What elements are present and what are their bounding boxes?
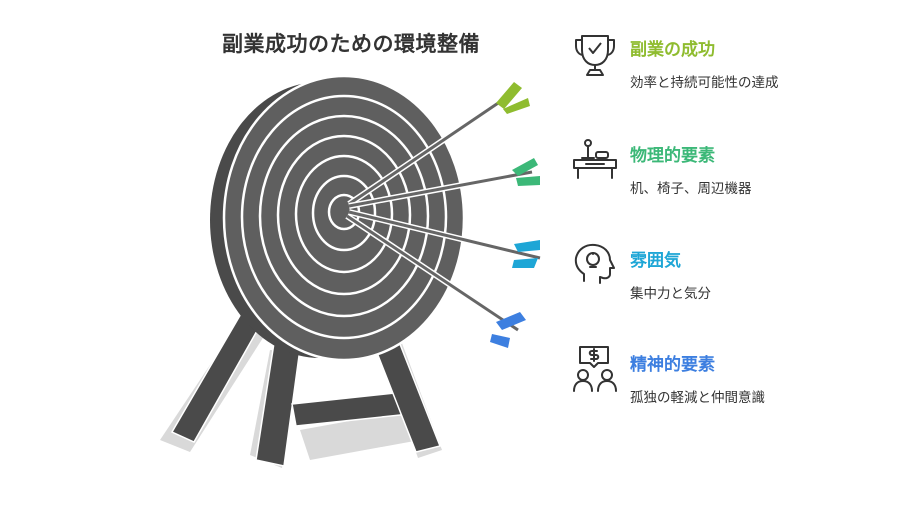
item-heading: 精神的要素	[630, 355, 715, 375]
arrow-3	[348, 209, 541, 268]
head-lightbulb-icon	[574, 243, 615, 284]
people-chat-icon	[573, 346, 617, 392]
item-description: 机、椅子、周辺機器	[630, 181, 752, 197]
item-heading: 雰囲気	[630, 251, 681, 271]
arrow-4	[345, 213, 526, 348]
arrow-2	[348, 158, 540, 209]
item-description: 集中力と気分	[630, 286, 711, 302]
desk-lamp-icon	[573, 139, 617, 179]
item-description: 効率と持続可能性の達成	[630, 75, 779, 91]
item-heading: 物理的要素	[630, 146, 715, 166]
item-heading: 副業の成功	[630, 40, 715, 60]
trophy-icon	[575, 35, 615, 76]
diagram-title: 副業成功のための環境整備	[222, 32, 480, 56]
arrow-1	[347, 82, 530, 207]
target-face	[222, 74, 466, 362]
item-description: 孤独の軽減と仲間意識	[630, 390, 765, 406]
